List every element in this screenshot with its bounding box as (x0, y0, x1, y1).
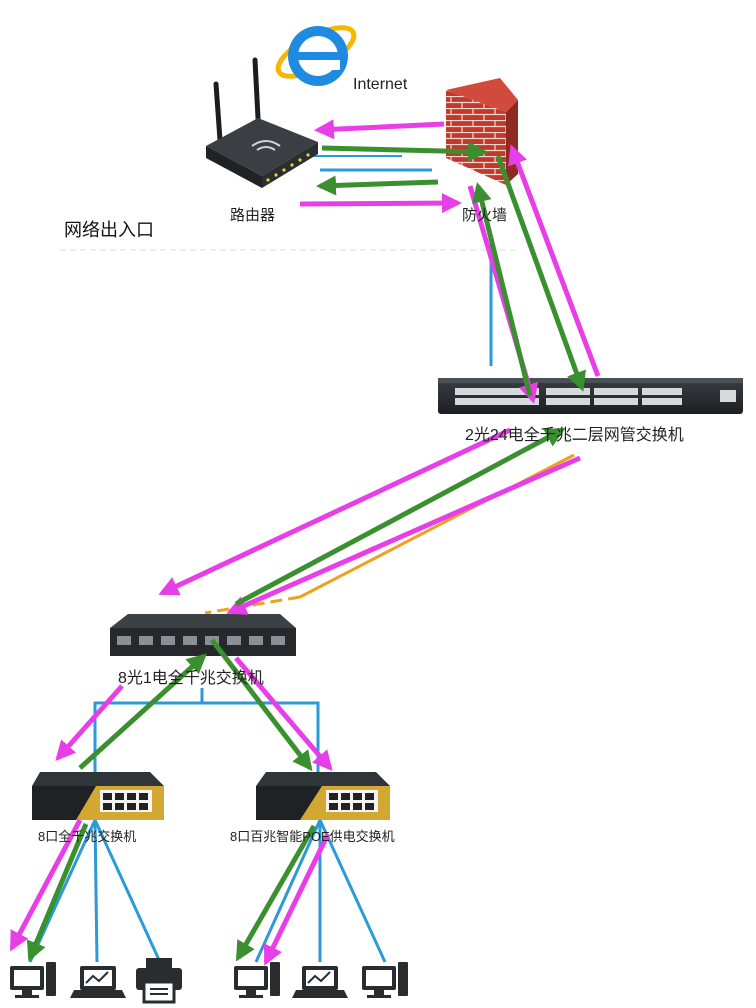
monitor-chart-icon (292, 966, 348, 998)
monitor-chart-icon (70, 966, 126, 998)
zone-label: 网络出入口 (64, 220, 154, 240)
firewall-icon (446, 78, 518, 185)
desktop-icon (10, 962, 56, 998)
internet-label: Internet (353, 76, 408, 93)
access-switch-1-label: 8口全千兆交换机 (38, 829, 137, 844)
internet-explorer-icon (275, 25, 357, 86)
access-switch-1-icon (32, 772, 164, 820)
access-switch-2-label: 8口百兆智能POE供电交换机 (230, 829, 395, 844)
green-flow-arrows (26, 141, 586, 962)
router-icon (206, 57, 318, 188)
aggregation-switch-label: 8光1电全千兆交换机 (118, 670, 264, 687)
desktop-icon (234, 962, 280, 998)
access-switch-2-icon (256, 772, 390, 820)
core-switch-icon (438, 378, 743, 414)
core-switch-label: 2光24电全千兆二层网管交换机 (465, 427, 684, 444)
router-label: 路由器 (230, 207, 276, 224)
aggregation-switch-icon (110, 614, 296, 656)
printer-icon (136, 958, 182, 1004)
firewall-label: 防火墙 (462, 207, 508, 224)
desktop-icon (362, 962, 408, 998)
